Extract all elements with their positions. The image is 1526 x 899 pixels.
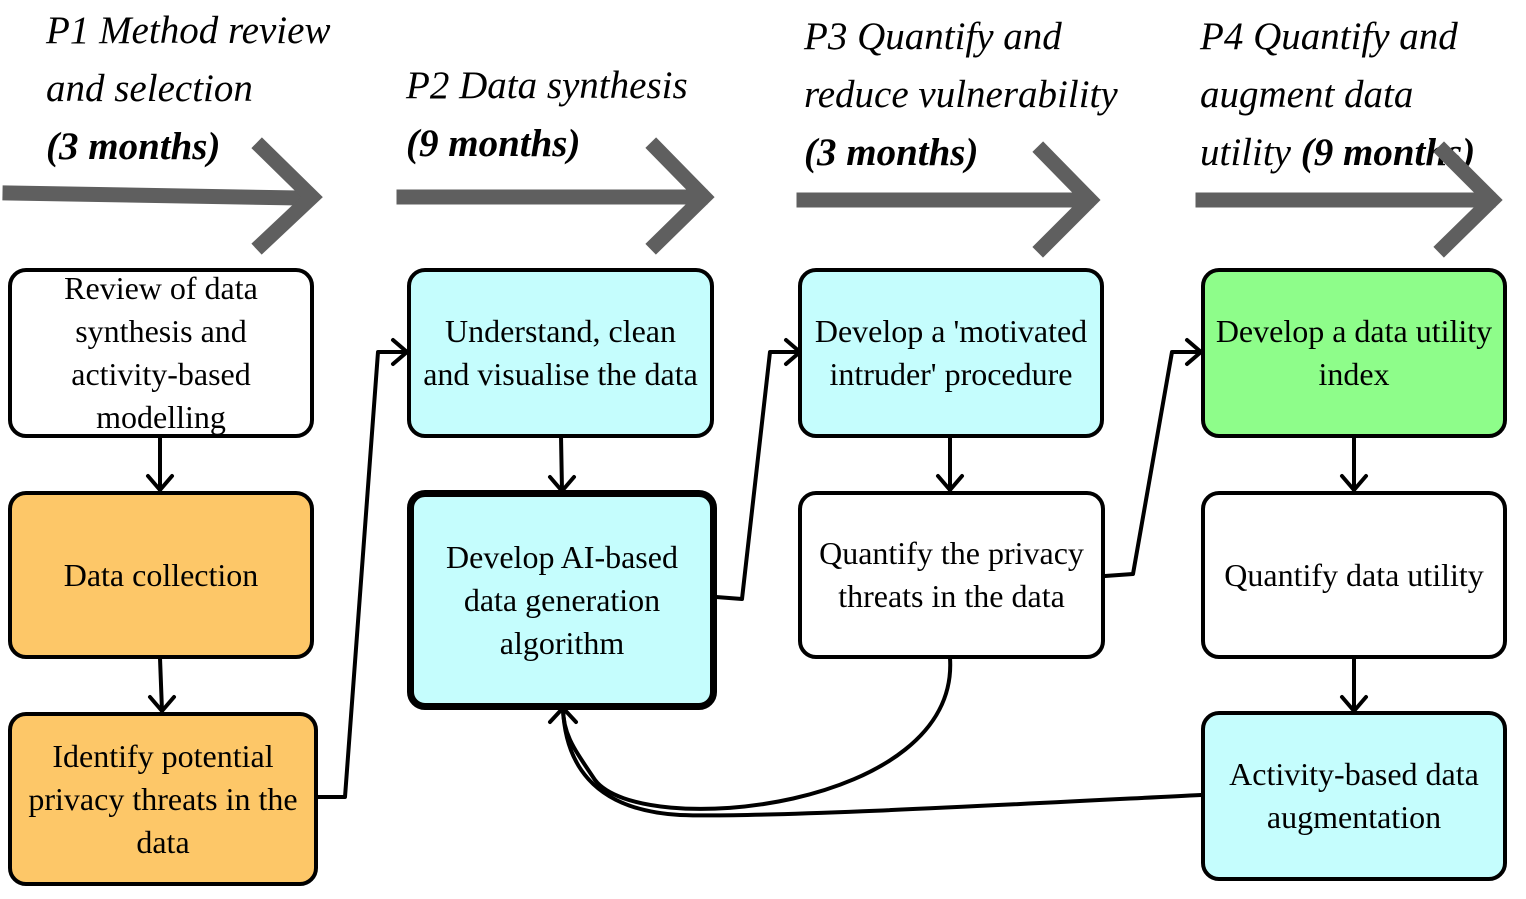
phase-1-line2: and selection [46, 67, 253, 110]
box-data-utility-index: Develop a data utility index [1201, 268, 1507, 438]
phase-3-title: P3 Quantify and reduce vulnerability (3 … [804, 8, 1118, 182]
box-quantify-privacy-threats-label: Quantify the privacy threats in the data [819, 535, 1084, 614]
box-understand-data: Understand, clean and visualise the data [407, 268, 714, 438]
box-quantify-data-utility: Quantify data utility [1201, 491, 1507, 659]
phase-3-line1: P3 Quantify and [804, 15, 1062, 58]
box-review-modelling-label: Review of data synthesis and activity-ba… [64, 270, 258, 435]
box-review-modelling: Review of data synthesis and activity-ba… [8, 268, 314, 438]
phase-2-title: P2 Data synthesis (9 months) [406, 57, 688, 173]
phase-2-arrow [396, 137, 715, 255]
phase-4-arrow [1195, 141, 1503, 258]
connector-collection-to-identify [148, 656, 176, 713]
box-understand-data-label: Understand, clean and visualise the data [423, 313, 698, 392]
phase-1-duration: (3 months) [46, 125, 221, 168]
connector-identify-to-understand [316, 338, 409, 799]
phase-1-arrow [2, 137, 323, 255]
feedback-quantify-threats-to-develop-ai [561, 656, 953, 811]
box-develop-ai-algorithm-label: Develop AI-based data generation algorit… [446, 538, 678, 661]
box-data-collection-label: Data collection [63, 556, 259, 593]
box-data-collection: Data collection [8, 491, 314, 659]
box-data-augmentation-label: Activity-based data augmentation [1229, 756, 1479, 835]
connector-utility-index-to-quantify-utility [1340, 434, 1368, 492]
connector-quantify-utility-to-augmentation [1340, 656, 1368, 713]
phase-2-duration: (9 months) [406, 122, 581, 165]
feedback-augmentation-to-develop-ai [561, 706, 1203, 818]
connector-review-to-collection [146, 434, 174, 492]
phase-4-line2: augment data [1200, 73, 1414, 116]
box-develop-ai-algorithm: Develop AI-based data generation algorit… [407, 490, 717, 710]
box-motivated-intruder: Develop a 'motivated intruder' procedure [798, 268, 1104, 438]
box-data-utility-index-label: Develop a data utility index [1215, 313, 1493, 392]
connector-intruder-to-quantify-threats [936, 434, 964, 492]
phase-1-title: P1 Method review and selection (3 months… [46, 2, 330, 176]
phase-2-line1: P2 Data synthesis [406, 64, 688, 107]
box-quantify-data-utility-label: Quantify data utility [1224, 556, 1484, 593]
phase-4-title: P4 Quantify and augment data utility (9 … [1200, 8, 1475, 182]
box-identify-privacy-threats-label: Identify potential privacy threats in th… [28, 737, 298, 860]
box-motivated-intruder-label: Develop a 'motivated intruder' procedure [814, 313, 1088, 392]
phase-4-line1: P4 Quantify and [1200, 15, 1458, 58]
connector-develop-ai-to-intruder [714, 338, 802, 601]
connector-quantify-threats-to-utility-index [1103, 338, 1203, 578]
phase-3-duration: (3 months) [804, 131, 979, 174]
phase-3-arrow [796, 141, 1101, 258]
phase-4-line3: utility [1200, 131, 1291, 174]
box-identify-privacy-threats: Identify potential privacy threats in th… [8, 712, 318, 886]
phase-3-line2: reduce vulnerability [804, 73, 1118, 116]
phase-arrows [2, 137, 1503, 258]
box-quantify-privacy-threats: Quantify the privacy threats in the data [798, 491, 1105, 659]
box-data-augmentation: Activity-based data augmentation [1201, 711, 1507, 881]
connector-understand-to-develop-ai [548, 434, 576, 493]
phase-1-line1: P1 Method review [46, 9, 331, 52]
